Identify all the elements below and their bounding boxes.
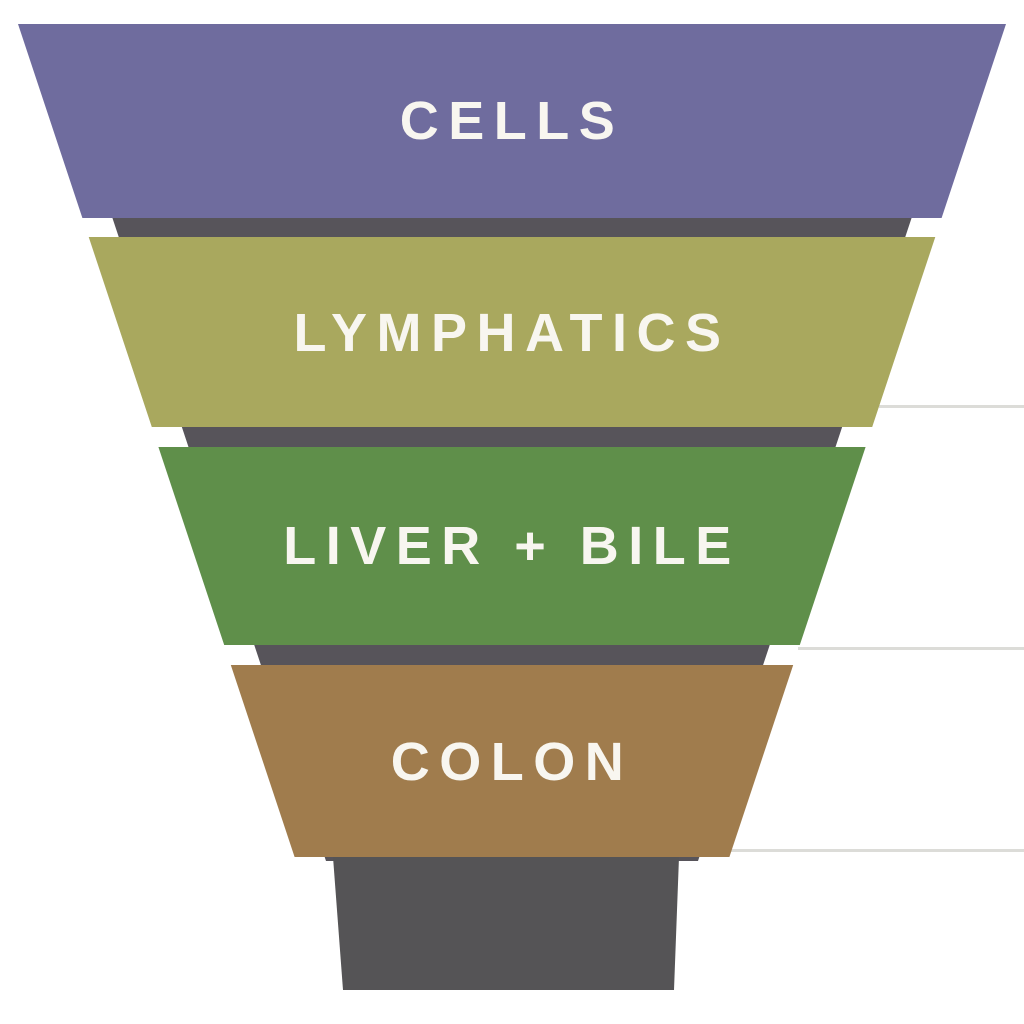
layer-label-cells: CELLS bbox=[400, 91, 625, 151]
artifact-line-2 bbox=[798, 647, 1024, 650]
artifact-line-3 bbox=[731, 849, 1024, 852]
funnel-layer-cells bbox=[18, 24, 1006, 218]
funnel-layer-lymphatics bbox=[88, 237, 936, 427]
funnel-layer-liver-bile bbox=[158, 447, 866, 645]
artifact-line-1 bbox=[879, 405, 1024, 408]
funnel-body bbox=[48, 24, 976, 861]
layer-label-lymphatics: LYMPHATICS bbox=[293, 303, 730, 363]
funnel-layer-colon bbox=[230, 665, 794, 857]
funnel-stem bbox=[333, 857, 679, 990]
layer-label-colon: COLON bbox=[391, 732, 634, 792]
layer-label-liver-bile: LIVER + BILE bbox=[283, 516, 741, 576]
